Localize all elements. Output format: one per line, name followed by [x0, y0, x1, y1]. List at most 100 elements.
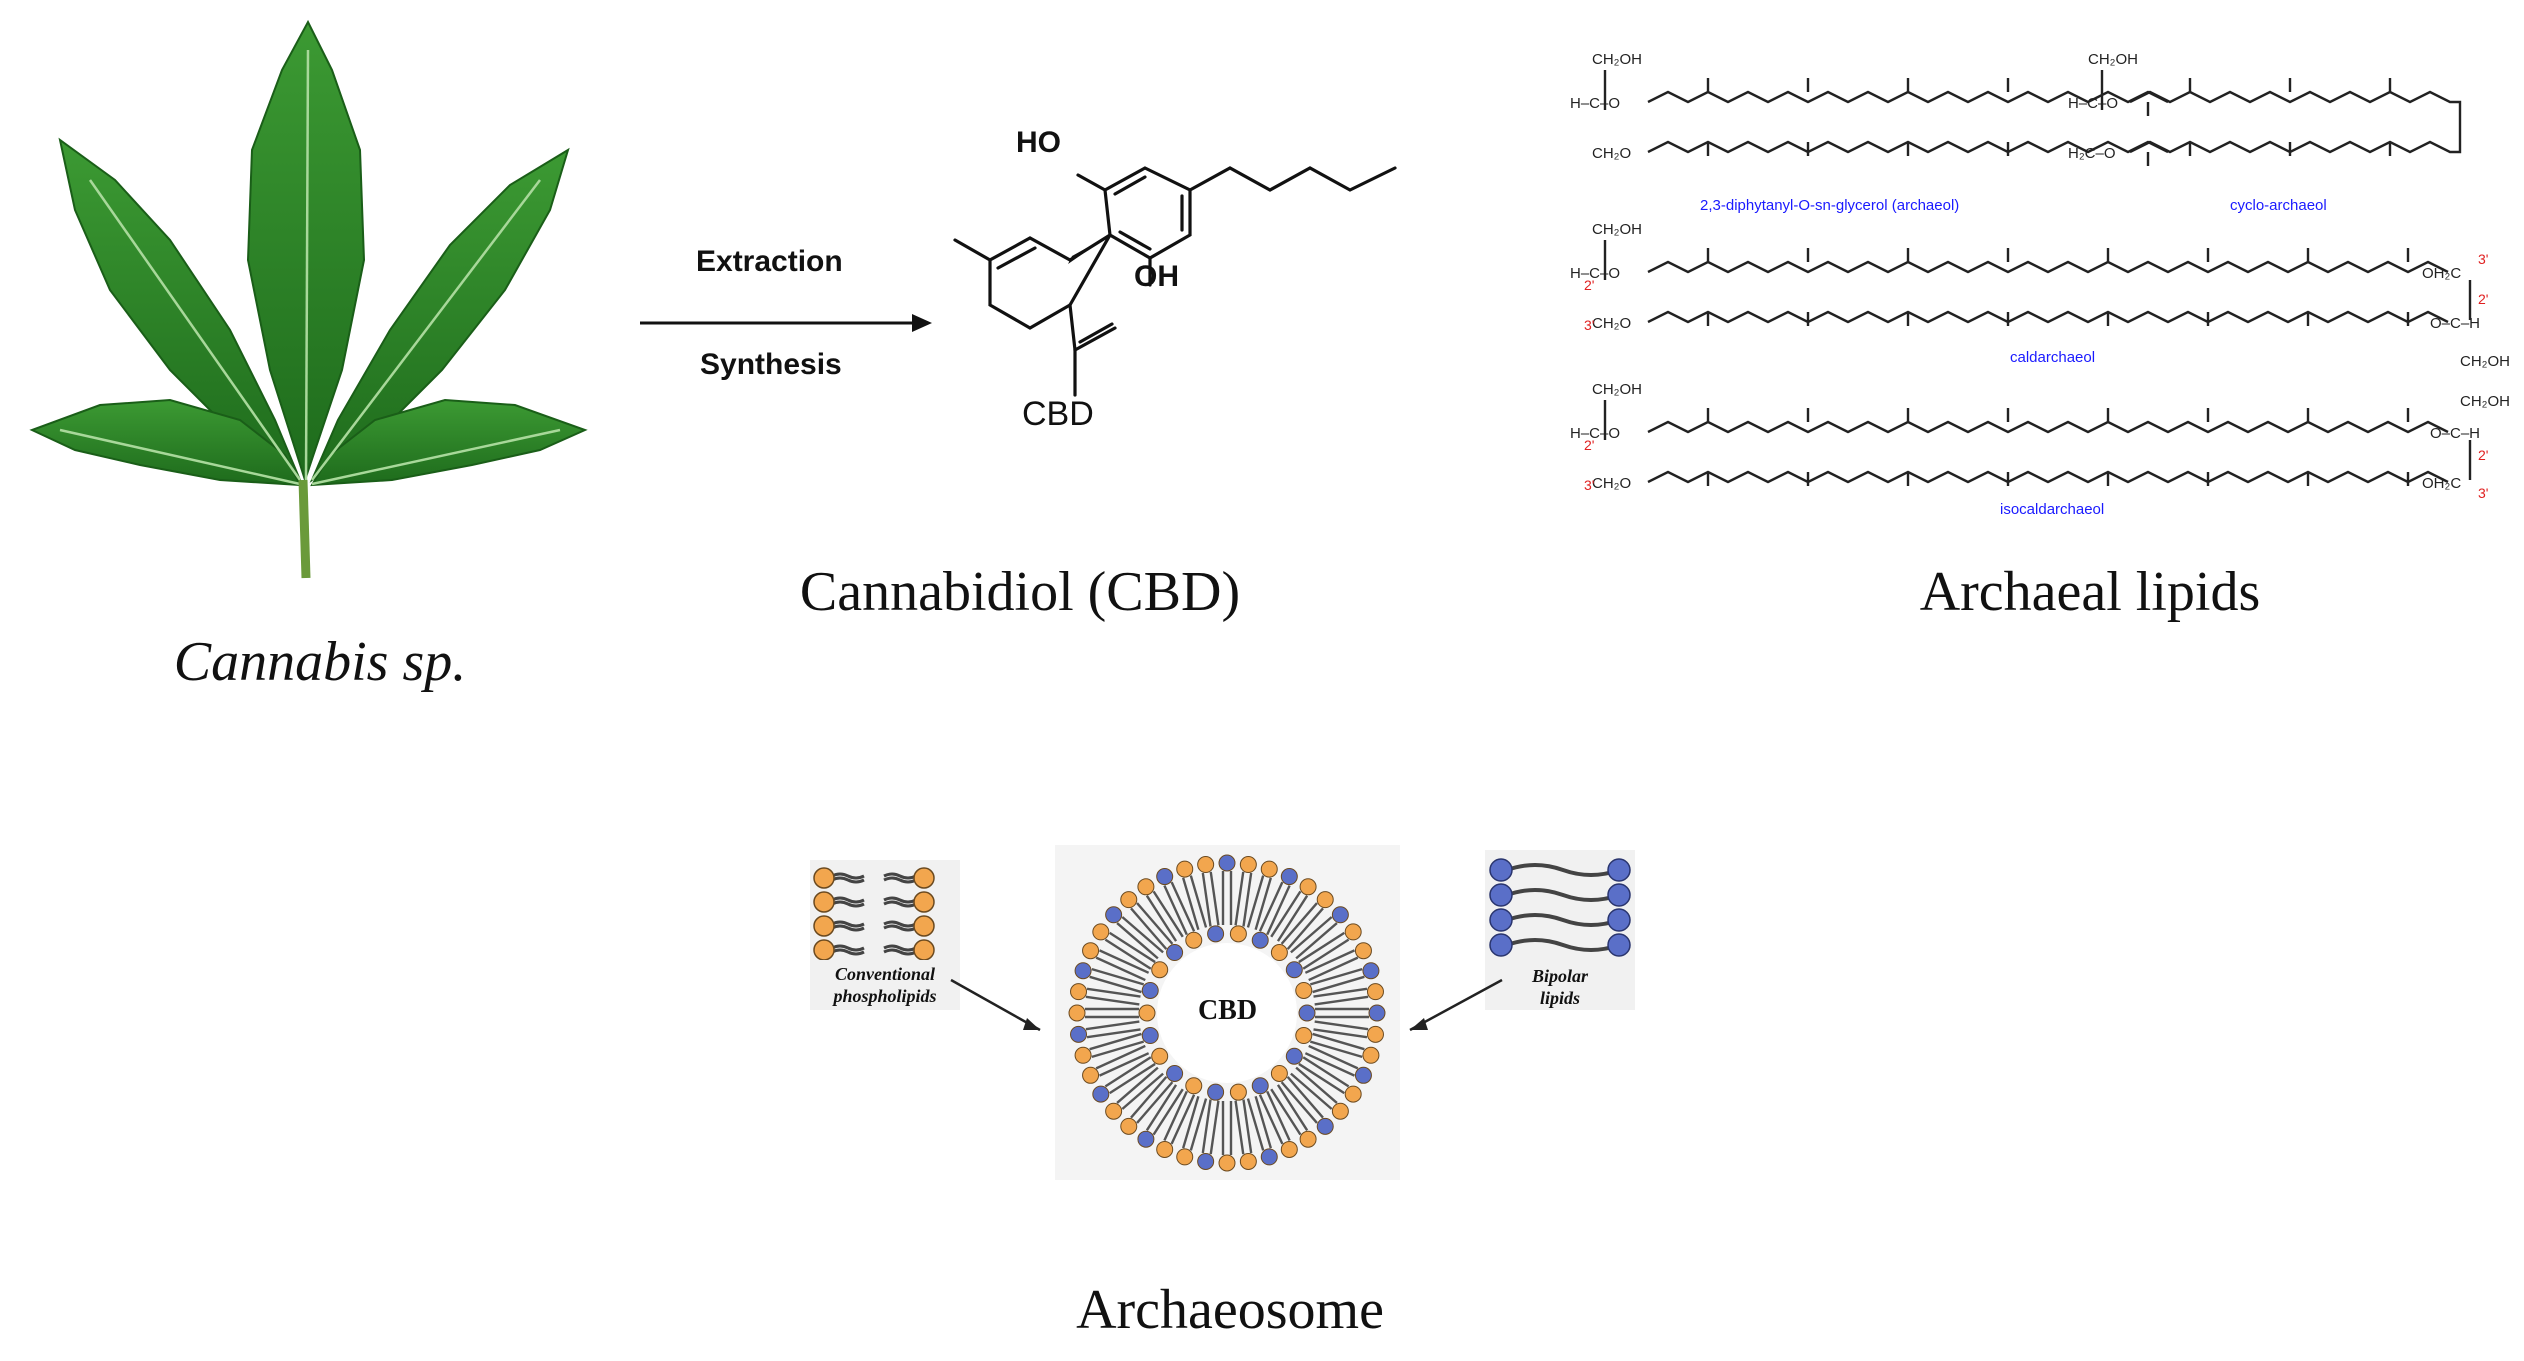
struct4-hco: H–C–O	[1570, 425, 1620, 442]
lipid-tail	[1086, 987, 1141, 998]
lipid-tail	[1104, 1056, 1152, 1088]
lipid-tail	[1298, 931, 1345, 964]
lipid-tail	[1276, 1084, 1309, 1131]
lipid-tail	[1095, 1044, 1146, 1070]
struct4-och: O–C–H	[2430, 425, 2480, 442]
lipid-tail	[1095, 956, 1146, 982]
lipid-tail	[1234, 871, 1245, 926]
lipid-tail	[1145, 1084, 1178, 1131]
lipid-head-outer	[1344, 1085, 1362, 1103]
arrow-right-to-vesicle	[1409, 978, 1503, 1032]
lipid-head-outer	[1354, 1066, 1372, 1084]
lipid-tail	[1304, 949, 1356, 974]
lipid-tail	[1312, 975, 1365, 994]
struct4-num-2-right: 2'	[2478, 447, 2488, 463]
lipid-head-inner	[1207, 1083, 1225, 1101]
lipid-tail	[1116, 922, 1159, 960]
lipid-tail	[1209, 871, 1220, 926]
lipid-tail	[1258, 1094, 1284, 1145]
lipid-head-inner	[1151, 961, 1169, 979]
archaeosome-panel: Conventional phospholipids CBD Bipolar l…	[800, 830, 1700, 1350]
lipid-tail	[1089, 975, 1142, 994]
lipid-tail	[1276, 895, 1309, 942]
lipid-tail	[1313, 987, 1368, 998]
lipid-head-outer	[1260, 860, 1278, 878]
lipid-tail	[1091, 968, 1145, 986]
lipid-head-outer	[1331, 1102, 1349, 1120]
lipid-tail	[1170, 881, 1196, 932]
lipid-tail	[1189, 1098, 1208, 1151]
lipid-head-inner	[1166, 944, 1184, 962]
lipid-head-inner	[1270, 1064, 1288, 1082]
lipid-tail	[1130, 1076, 1168, 1119]
lipid-head-inner	[1295, 1027, 1313, 1045]
lipid-tail	[1091, 1040, 1145, 1058]
lipid-head-outer	[1070, 983, 1088, 1001]
lipid-tail	[1145, 895, 1178, 942]
archaeosome-caption: Archaeosome	[1076, 1279, 1384, 1341]
lipid-tail	[1302, 938, 1350, 970]
archaeal-lipid-structures: CH₂OH H–C–O CH₂O CH₂OH H–C–O H₂C–O CH₂OH…	[1570, 51, 2510, 518]
lipid-tail	[1312, 1032, 1365, 1051]
lipid-head-outer	[1299, 878, 1317, 896]
lipid-head-outer	[1082, 942, 1100, 960]
lipid-tail	[1086, 1028, 1141, 1039]
cannabis-panel: Cannabis sp.	[20, 10, 620, 700]
lipid-head-outer	[1299, 1130, 1317, 1148]
lipid-tail	[1136, 902, 1174, 945]
lipid-head-outer	[1176, 1148, 1194, 1166]
lipid-head-outer	[1070, 1025, 1088, 1043]
lipid-tail	[1152, 1088, 1184, 1136]
lipid-head-inner	[1166, 1064, 1184, 1082]
struct2-h2co: H₂C–O	[2068, 145, 2116, 162]
conventional-label-line1: Conventional	[834, 964, 936, 984]
lipid-tail	[1270, 890, 1302, 938]
arrow-label-synthesis: Synthesis	[700, 348, 842, 381]
lipid-head-outer	[1316, 891, 1334, 909]
lipid-head-outer	[1120, 1117, 1138, 1135]
struct1-hco: H–C–O	[1570, 95, 1620, 112]
lipid-tail	[1270, 1088, 1302, 1136]
lipid-head-outer	[1082, 1066, 1100, 1084]
lipid-tail	[1182, 1095, 1200, 1149]
lipid-tail	[1309, 968, 1363, 986]
lipid-head-outer	[1362, 962, 1380, 980]
lipid-tail	[1286, 1076, 1324, 1119]
lipid-tail	[1089, 1032, 1142, 1051]
lipid-tail	[1246, 1098, 1265, 1151]
lipid-tail	[1116, 1066, 1159, 1104]
lipid-head-outer	[1156, 1140, 1174, 1158]
lipid-tail	[1098, 949, 1150, 974]
lipid-tail	[1201, 872, 1212, 927]
lipid-head-outer	[1137, 1130, 1155, 1148]
lipid-head-inner	[1229, 925, 1247, 943]
lipid-tail	[1189, 875, 1208, 928]
conventional-label-line2: phospholipids	[833, 986, 937, 1006]
lipid-head-outer	[1366, 983, 1384, 1001]
lipid-tail	[1182, 877, 1200, 931]
lipid-head-inner	[1251, 931, 1269, 949]
struct2-name: cyclo-archaeol	[2230, 197, 2327, 214]
lipid-tail	[1280, 902, 1318, 945]
struct3-ohc: OH₂C	[2422, 265, 2461, 282]
lipid-head-outer	[1239, 856, 1257, 874]
lipid-tail	[1254, 1095, 1272, 1149]
lipid-head-inner	[1141, 1027, 1159, 1045]
lipid-head-inner	[1229, 1083, 1247, 1101]
struct3-num-2: 2'	[1584, 277, 1594, 293]
arrow-label-extraction: Extraction	[696, 245, 843, 278]
lipid-tail	[1290, 1072, 1333, 1110]
lipid-tail	[1109, 931, 1156, 964]
cbd-molecule-structure	[953, 166, 1397, 397]
lipid-tail	[1085, 1020, 1140, 1031]
lipid-head-outer	[1239, 1152, 1257, 1170]
struct4-ohc: OH₂C	[2422, 475, 2461, 492]
struct3-ch2oh-right: CH₂OH	[2460, 353, 2510, 370]
lipid-head-inner	[1270, 944, 1288, 962]
struct4-name: isocaldarchaeol	[2000, 501, 2104, 518]
lipid-head-inner	[1185, 1077, 1203, 1095]
lipid-tail	[1302, 1056, 1350, 1088]
lipid-head-inner	[1185, 931, 1203, 949]
struct2-hco: H–C–O	[2068, 95, 2118, 112]
lipid-tail	[1163, 1090, 1188, 1142]
